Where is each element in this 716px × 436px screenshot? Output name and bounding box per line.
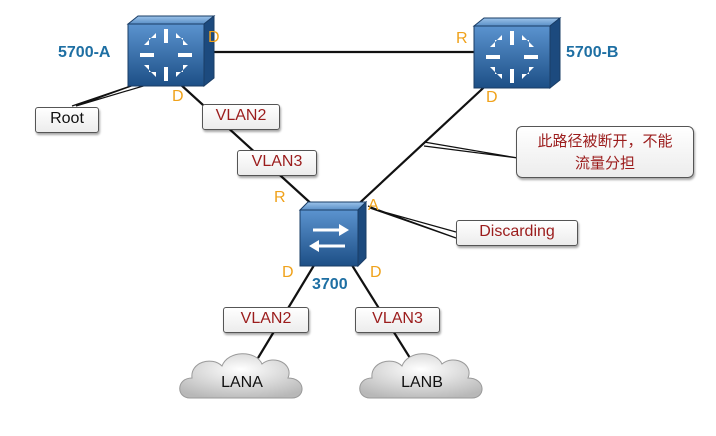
device-label-5700-a: 5700-A bbox=[58, 44, 111, 61]
port-role-3700-down-right: D bbox=[370, 264, 382, 281]
link-a-3700 bbox=[179, 83, 317, 209]
vlan3-tag-bottom: VLAN3 bbox=[355, 307, 440, 333]
link-b-3700 bbox=[351, 77, 495, 211]
port-role-3700-up-b: A bbox=[368, 197, 379, 214]
path-blocked-note: 此路径被断开，不能 流量分担 bbox=[516, 126, 694, 178]
note-line-1: 此路径被断开，不能 bbox=[537, 132, 673, 150]
core-switch-icon bbox=[486, 31, 538, 83]
cloud-lana bbox=[179, 353, 303, 399]
port-role-b-down: D bbox=[486, 89, 498, 106]
root-tag: Root bbox=[35, 107, 99, 133]
port-role-a-down: D bbox=[172, 88, 184, 105]
vlan2-tag-top: VLAN2 bbox=[202, 104, 280, 130]
switch-5700-b[interactable] bbox=[472, 16, 562, 90]
root-callout-line bbox=[71, 79, 151, 107]
access-switch-icon bbox=[309, 224, 349, 252]
port-role-a-to-b: D bbox=[208, 29, 220, 46]
cloud-label-lana: LANA bbox=[221, 374, 263, 391]
discarding-tag: Discarding bbox=[456, 220, 578, 246]
note-callout-line bbox=[423, 141, 519, 159]
device-label-5700-b: 5700-B bbox=[566, 44, 619, 61]
port-role-3700-up-a: R bbox=[274, 189, 286, 206]
vlan3-tag-top: VLAN3 bbox=[237, 150, 317, 176]
discarding-callout-line bbox=[367, 205, 457, 239]
cloud-lanb bbox=[359, 353, 483, 399]
cloud-label-lanb: LANB bbox=[401, 374, 443, 391]
vlan2-tag-bottom: VLAN2 bbox=[223, 307, 309, 333]
switch-3700[interactable] bbox=[298, 200, 368, 268]
switch-5700-a[interactable] bbox=[126, 14, 216, 88]
note-line-2: 流量分担 bbox=[574, 154, 635, 172]
port-role-b-to-a: R bbox=[456, 30, 468, 47]
core-switch-icon bbox=[140, 29, 192, 81]
device-label-3700: 3700 bbox=[312, 276, 348, 293]
port-role-3700-down-left: D bbox=[282, 264, 294, 281]
